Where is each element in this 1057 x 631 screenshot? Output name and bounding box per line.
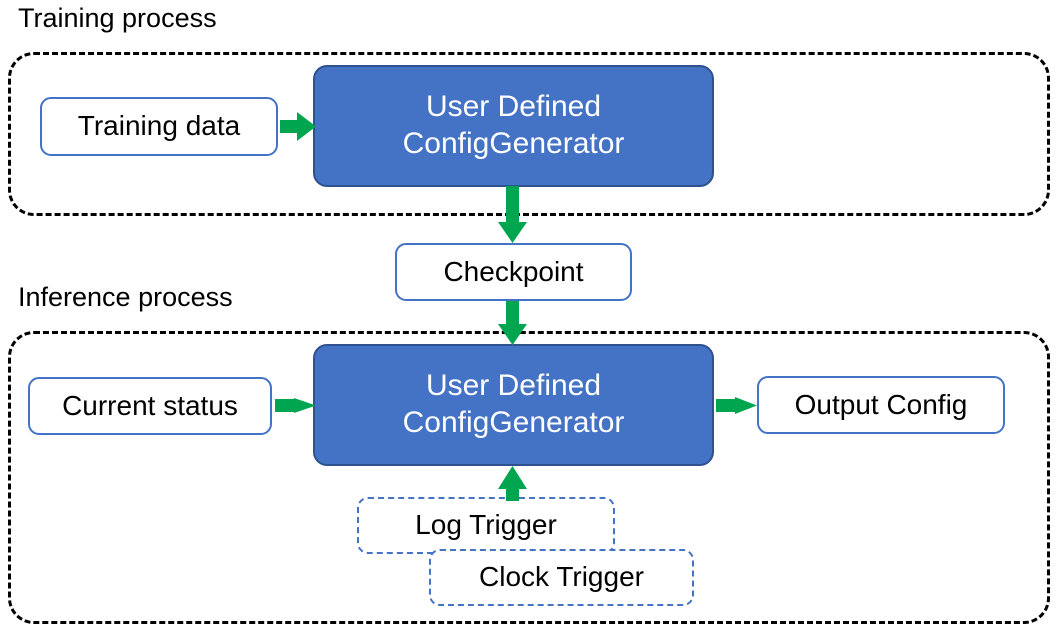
node-training-config-generator[interactable]: User Defined ConfigGenerator <box>313 65 714 187</box>
node-current-status[interactable]: Current status <box>28 377 272 435</box>
training-process-label: Training process <box>18 3 217 33</box>
node-inference-config-generator[interactable]: User Defined ConfigGenerator <box>313 344 714 466</box>
node-checkpoint[interactable]: Checkpoint <box>395 243 632 301</box>
training-process-container <box>8 52 1050 216</box>
node-output-config[interactable]: Output Config <box>757 376 1005 434</box>
node-current-status-label: Current status <box>62 389 238 421</box>
inference-process-label: Inference process <box>18 282 233 312</box>
node-training-data[interactable]: Training data <box>40 97 278 156</box>
node-checkpoint-label: Checkpoint <box>443 255 584 287</box>
node-output-config-label: Output Config <box>794 388 968 420</box>
node-training-config-generator-line1: User Defined <box>425 90 602 124</box>
node-log-trigger[interactable]: Log Trigger <box>357 497 615 554</box>
node-training-config-generator-line2: ConfigGenerator <box>402 127 625 160</box>
inference-process-container <box>8 331 1050 624</box>
node-clock-trigger[interactable]: Clock Trigger <box>429 549 694 606</box>
node-training-data-label: Training data <box>77 110 241 142</box>
node-log-trigger-label: Log Trigger <box>415 509 557 541</box>
node-inference-config-generator-line2: ConfigGenerator <box>402 406 625 439</box>
node-inference-config-generator-line1: User Defined <box>425 369 602 403</box>
node-clock-trigger-label: Clock Trigger <box>479 561 644 593</box>
